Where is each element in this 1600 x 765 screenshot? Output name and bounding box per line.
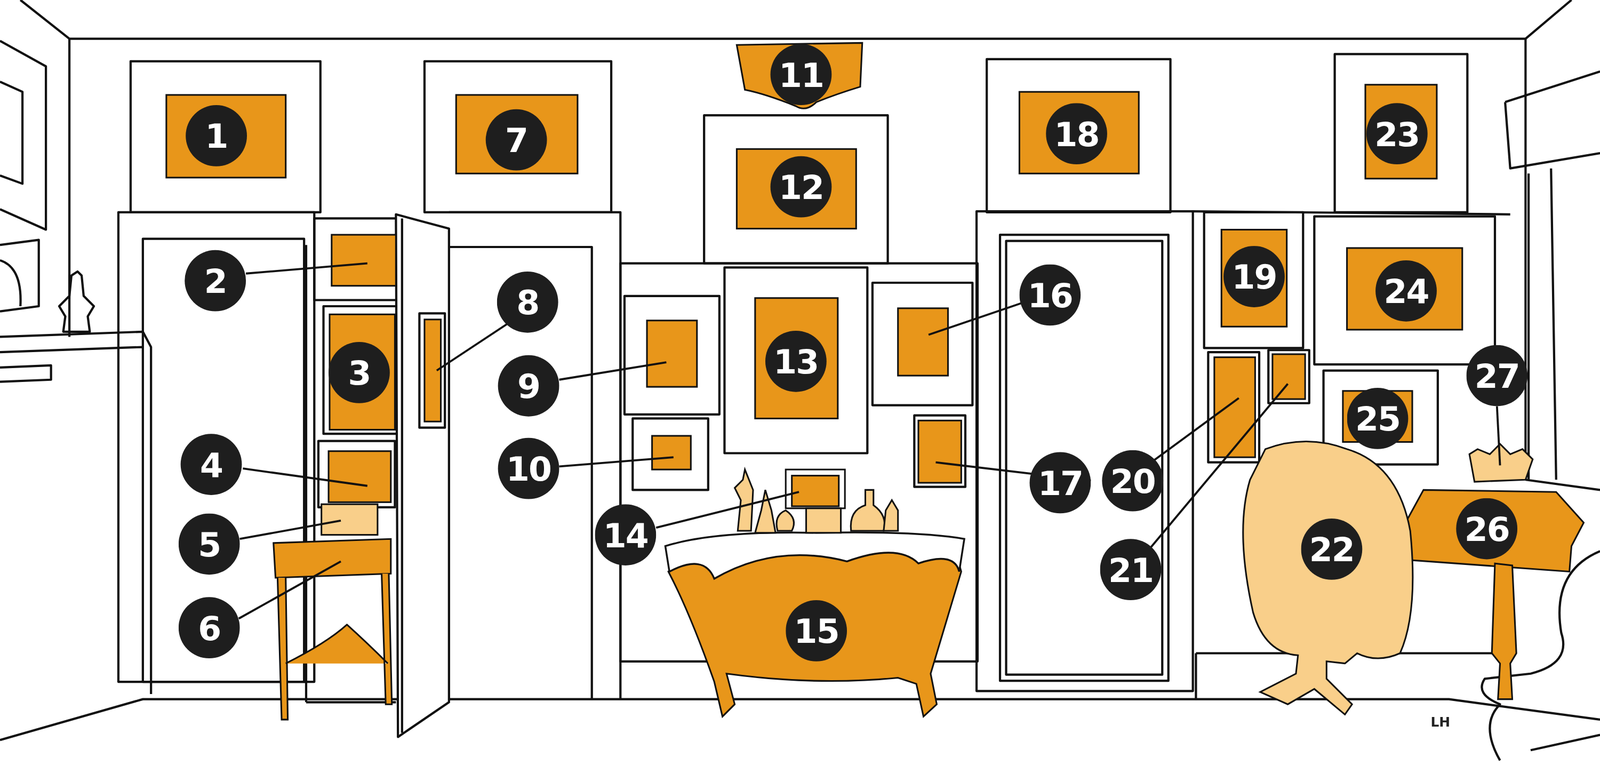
- callout-text: 21: [1108, 549, 1154, 590]
- callout-number: 13: [765, 330, 827, 392]
- armchair-edge: [1481, 550, 1600, 760]
- callout-number: 6: [178, 596, 240, 659]
- callout-text: 23: [1374, 113, 1420, 154]
- frame-9: [624, 296, 720, 415]
- callout-text: 15: [794, 610, 839, 651]
- callout-text: 24: [1383, 270, 1429, 311]
- left-wall-frame: [0, 240, 39, 312]
- callout-number: 21: [1100, 538, 1162, 600]
- callout-text: 8: [516, 282, 539, 323]
- frame-23: [1334, 53, 1468, 213]
- frame-19: [1204, 212, 1304, 348]
- left-wall-detail: [0, 260, 21, 307]
- leader-lines: [238, 263, 1501, 619]
- callout-number: 7: [485, 109, 548, 171]
- frame-4: [318, 441, 395, 508]
- floor-line: [0, 699, 1600, 741]
- frame-12: [704, 115, 888, 263]
- left-wall-frame: [0, 81, 23, 184]
- callout-text: 27: [1474, 355, 1520, 396]
- callout-number: 3: [328, 341, 390, 404]
- callout-text: 9: [517, 365, 540, 406]
- callout-text: 1: [205, 115, 228, 156]
- signature: LH: [1430, 714, 1451, 730]
- callout-text: 22: [1309, 529, 1355, 570]
- door: [1000, 234, 1169, 681]
- ceiling-line: [20, 0, 1572, 39]
- open-door: [395, 214, 449, 738]
- callout-text: 20: [1110, 460, 1156, 501]
- frame-7: [424, 61, 612, 213]
- callout-number: 2: [184, 250, 246, 312]
- frame-2: [314, 218, 398, 300]
- callout-number: 11: [770, 43, 832, 106]
- frame-3: [323, 306, 400, 434]
- callout-number: 20: [1101, 450, 1164, 512]
- callout-text: 18: [1053, 113, 1099, 154]
- callout-number: 8: [497, 271, 559, 333]
- frame-18: [986, 59, 1171, 213]
- frame-24: [1314, 216, 1495, 365]
- doorway: [449, 212, 621, 700]
- tablecloth: [665, 532, 965, 579]
- frame-21: [1268, 349, 1310, 403]
- left-wall-frame: [0, 41, 46, 230]
- callout-number: 15: [785, 600, 847, 662]
- frame-17: [914, 415, 966, 487]
- callout-text: 14: [603, 514, 648, 555]
- callout-number: 5: [178, 513, 240, 575]
- callout-number: 23: [1366, 102, 1428, 165]
- callout-number: 26: [1456, 498, 1518, 560]
- callout-text: 2: [204, 260, 227, 301]
- callout-text: 11: [778, 54, 824, 95]
- callout-number: 14: [594, 504, 656, 566]
- callout-number: 10: [498, 437, 560, 500]
- callout-number: 19: [1223, 245, 1285, 308]
- callout-text: 7: [505, 120, 528, 160]
- callout-text: 16: [1027, 275, 1073, 316]
- callout-text: 13: [773, 341, 819, 382]
- frame-20: [1208, 352, 1260, 463]
- callout-text: 26: [1464, 508, 1510, 549]
- callout-text: 10: [506, 448, 551, 489]
- callout-number: 9: [498, 355, 560, 417]
- frame-8: [419, 313, 445, 428]
- callout-number: 16: [1019, 264, 1081, 326]
- wall-corner: [1524, 38, 1527, 480]
- frame-16: [872, 282, 973, 406]
- callout-text: 4: [200, 444, 223, 485]
- callout-number: 24: [1375, 260, 1437, 322]
- callout-text: 19: [1231, 256, 1277, 297]
- frame-1: [130, 61, 321, 213]
- callout-number: 27: [1466, 345, 1528, 407]
- mantelpiece: [0, 331, 151, 694]
- window-curtain: [1505, 71, 1600, 490]
- frame-13: [724, 267, 868, 453]
- callout-text: 3: [347, 352, 371, 393]
- callout-number: 1: [185, 105, 247, 167]
- open-door-edge: [401, 218, 404, 733]
- door-frame: [976, 211, 1194, 691]
- frame-10: [632, 418, 709, 490]
- callout-text: 5: [197, 523, 221, 564]
- callout-number: 22: [1300, 518, 1363, 580]
- mantel-vase: [59, 271, 94, 332]
- callout-number: 17: [1029, 452, 1092, 514]
- callout-text: 25: [1355, 398, 1400, 439]
- callout-number: 4: [180, 433, 243, 495]
- callout-text: 6: [197, 607, 221, 648]
- callout-number: 25: [1347, 387, 1409, 450]
- callout-text: 17: [1037, 462, 1083, 503]
- callout-number: 12: [770, 156, 832, 218]
- callout-number: 18: [1045, 102, 1108, 165]
- callout-text: 12: [778, 166, 824, 207]
- signature-text: LH: [1430, 714, 1451, 730]
